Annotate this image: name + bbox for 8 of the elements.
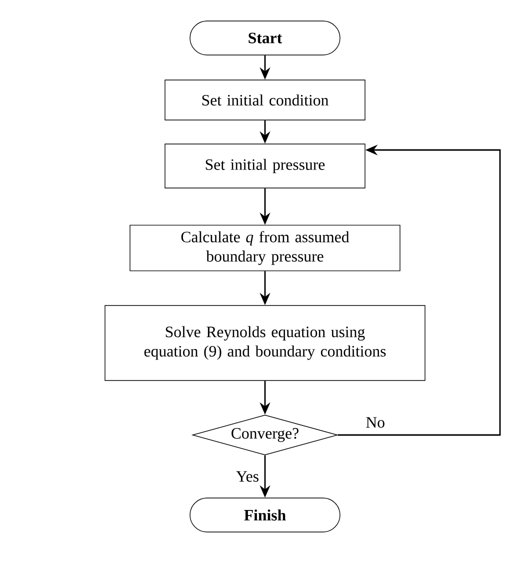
terminal-box: Start	[190, 20, 340, 56]
terminal-box: Finish	[190, 498, 340, 532]
edge-label: Yes	[234, 470, 261, 484]
process-box: Set initial condition	[164, 80, 366, 120]
process-box: Solve Reynolds equation using equation (9) and boundary conditions	[104, 305, 426, 381]
edge-label: No	[364, 415, 387, 430]
process-box: Calculate q from assumed boundary pressure	[130, 224, 400, 272]
process-box: Set initial pressure	[164, 144, 366, 188]
